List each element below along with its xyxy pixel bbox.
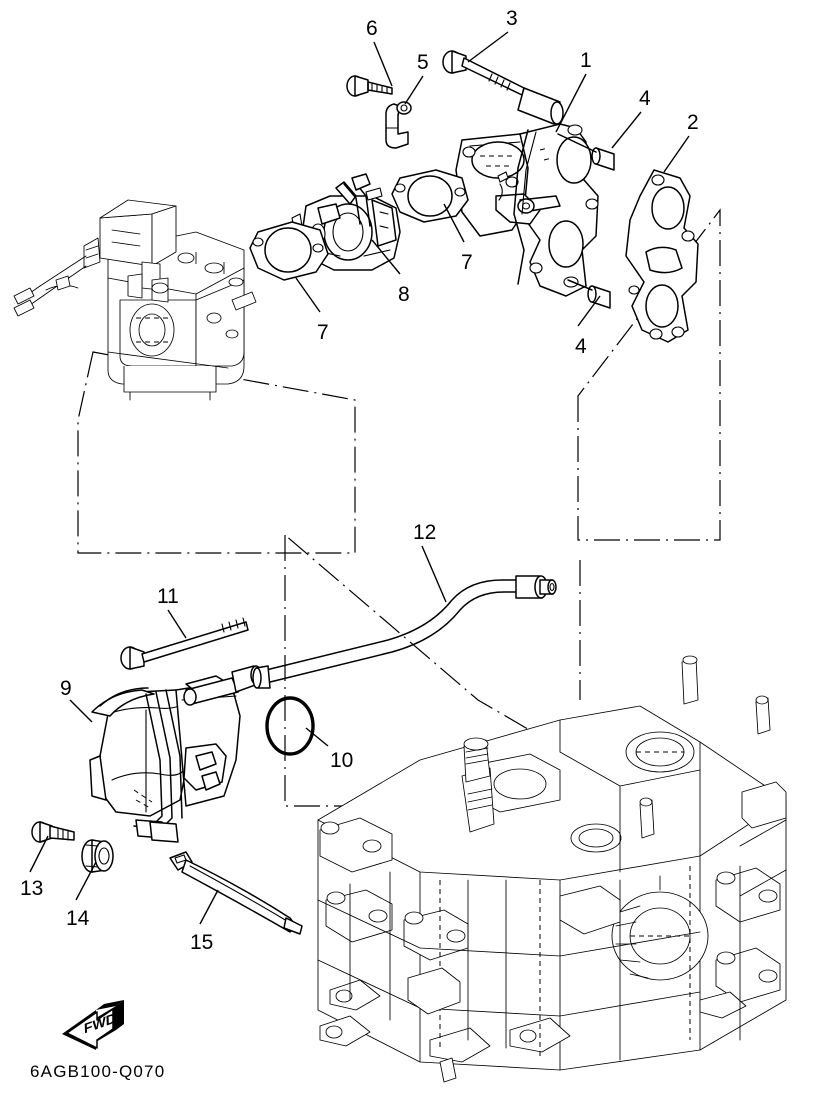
leader-line-5	[404, 75, 424, 105]
leader-line-3	[467, 31, 509, 63]
leader-line-2	[663, 135, 690, 173]
leader-line-9	[69, 699, 93, 723]
callout-number-12: 12	[413, 521, 437, 544]
leader-line-4	[577, 295, 601, 327]
leader-lines	[29, 31, 690, 925]
leader-line-12	[421, 545, 447, 603]
callout-number-3: 3	[506, 7, 518, 30]
callout-number-15: 15	[190, 931, 214, 954]
callout-number-7: 7	[461, 251, 473, 274]
fwd-arrow-icon	[62, 1000, 124, 1050]
part-10-o-ring	[265, 696, 315, 756]
callout-number-4: 4	[639, 87, 651, 110]
part-5-clamp-bracket	[385, 101, 412, 149]
leader-line-8	[371, 239, 401, 275]
callout-number-2: 2	[687, 111, 699, 134]
part-2-manifold-gasket	[625, 169, 699, 343]
part-1-intake-manifold	[455, 87, 599, 297]
part-15-cable-tie	[169, 851, 303, 935]
callout-number-5: 5	[417, 51, 429, 74]
part-6-flange-bolt	[346, 75, 393, 97]
part-9-intake-silencer-cover	[89, 665, 262, 843]
leader-line-7	[295, 277, 321, 313]
leader-line-1	[555, 73, 587, 133]
part-7-gasket-left	[249, 221, 329, 281]
callout-number-1: 1	[580, 49, 592, 72]
leader-line-4	[611, 111, 642, 149]
part-7-gasket-right	[391, 169, 469, 223]
leader-line-11	[167, 609, 187, 639]
part-4-stud-bolt-lower	[567, 279, 611, 309]
callout-number-11: 11	[157, 585, 179, 608]
part-12-breather-pipe	[252, 575, 557, 689]
callout-number-13: 13	[20, 877, 44, 900]
callout-number-10: 10	[330, 749, 354, 772]
callout-number-6: 6	[366, 17, 378, 40]
callout-number-14: 14	[66, 907, 90, 930]
carburetor-assembly-reference	[13, 199, 257, 401]
part-4-stud-bolt-upper	[557, 133, 615, 171]
leader-line-15	[199, 889, 219, 925]
leader-line-6	[373, 41, 393, 87]
leader-line-14	[75, 861, 97, 901]
callout-number-7: 7	[317, 321, 329, 344]
diagram-part-code: 6AGB100-Q070	[30, 1062, 166, 1081]
callout-number-4: 4	[575, 335, 587, 358]
part-11-silencer-bolt	[120, 617, 249, 670]
callout-number-9: 9	[60, 677, 72, 700]
part-3-long-bolt	[442, 50, 525, 96]
leader-line-10	[305, 727, 329, 747]
engine-block-assembly-reference	[317, 655, 787, 1083]
callout-number-8: 8	[398, 283, 410, 306]
leader-line-13	[29, 835, 49, 873]
part-14-damper-grommet	[81, 839, 114, 873]
part-13-bolt	[31, 821, 75, 843]
leader-line-7	[443, 203, 465, 243]
